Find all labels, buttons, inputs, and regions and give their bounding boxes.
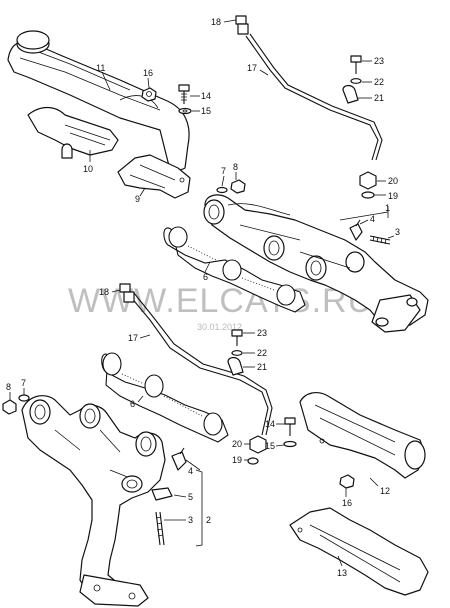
washer-15-upper bbox=[178, 107, 192, 115]
callout-labels: 18 17 23 22 21 20 19 1 4 3 11 16 14 15 1… bbox=[6, 17, 400, 578]
callout-17: 17 bbox=[247, 63, 257, 73]
callout-10: 10 bbox=[83, 164, 93, 174]
sensor-4-lower bbox=[171, 447, 187, 471]
callout-3: 3 bbox=[395, 227, 400, 237]
gasket-6-lower bbox=[101, 352, 229, 443]
nut-20-upper bbox=[359, 171, 377, 190]
heat-shield-9 bbox=[117, 154, 191, 199]
callout-16: 16 bbox=[143, 68, 153, 78]
nut-16-upper bbox=[141, 87, 157, 102]
callout-13: 13 bbox=[337, 568, 347, 578]
stud-3-lower bbox=[155, 511, 165, 546]
callout-14-lower: 14 bbox=[265, 419, 275, 429]
callout-9: 9 bbox=[135, 194, 140, 204]
callout-17-lower: 17 bbox=[128, 333, 138, 343]
callout-23-lower: 23 bbox=[257, 328, 267, 338]
callout-4: 4 bbox=[370, 214, 375, 224]
washer-7-lower bbox=[18, 394, 30, 402]
callout-5: 5 bbox=[188, 492, 193, 502]
callout-19: 19 bbox=[388, 191, 398, 201]
bolt-23-upper bbox=[350, 55, 362, 74]
callout-21: 21 bbox=[374, 93, 384, 103]
callout-22-lower: 22 bbox=[257, 348, 267, 358]
heat-shield-upper bbox=[7, 30, 190, 171]
exhaust-manifold-upper bbox=[203, 194, 429, 333]
callout-14: 14 bbox=[201, 91, 211, 101]
union-18-upper bbox=[235, 15, 249, 35]
clamp-21-lower bbox=[227, 356, 244, 376]
date-stamp: 30.01.2012 bbox=[197, 322, 242, 332]
nut-16-lower bbox=[339, 474, 355, 489]
ring-19-upper bbox=[361, 191, 375, 199]
pipe-17-lower bbox=[129, 292, 273, 436]
callout-18: 18 bbox=[211, 17, 221, 27]
nut-20-lower bbox=[249, 435, 267, 454]
gasket-6-upper bbox=[163, 226, 306, 313]
heat-shield-13 bbox=[289, 507, 429, 596]
washer-22-lower bbox=[231, 350, 243, 356]
callout-21-lower: 21 bbox=[257, 362, 267, 372]
callout-1: 1 bbox=[385, 203, 390, 213]
bolt-14-upper bbox=[178, 84, 190, 104]
callout-16-lower: 16 bbox=[342, 498, 352, 508]
callout-20: 20 bbox=[388, 176, 398, 186]
callout-7: 7 bbox=[221, 166, 226, 176]
callout-20-lower: 20 bbox=[232, 439, 242, 449]
pipe-17-upper bbox=[245, 33, 383, 161]
callout-11: 11 bbox=[96, 63, 105, 73]
callout-18-lower: 18 bbox=[99, 287, 109, 297]
fitting-5 bbox=[151, 487, 173, 501]
exhaust-manifold-lower bbox=[21, 395, 166, 607]
callout-23: 23 bbox=[374, 56, 384, 66]
heat-shield-10 bbox=[27, 106, 119, 159]
bolt-14-lower bbox=[284, 417, 296, 436]
callout-8: 8 bbox=[233, 162, 238, 172]
callout-19-lower: 19 bbox=[232, 455, 242, 465]
callout-15: 15 bbox=[201, 106, 211, 116]
washer-7-upper bbox=[216, 186, 228, 194]
washer-15-lower bbox=[283, 440, 297, 448]
callout-8-lower: 8 bbox=[6, 382, 11, 392]
washer-22-upper bbox=[350, 78, 362, 84]
callout-6-lower: 6 bbox=[130, 399, 135, 409]
callout-4-lower: 4 bbox=[188, 466, 193, 476]
stud-3-upper bbox=[369, 235, 391, 245]
callout-2: 2 bbox=[206, 515, 211, 525]
bolt-23-lower bbox=[231, 329, 243, 346]
callout-6: 6 bbox=[203, 272, 208, 282]
nut-8-lower bbox=[2, 399, 17, 415]
sensor-4-upper bbox=[349, 219, 363, 241]
leader-lines bbox=[9, 19, 395, 567]
callout-12: 12 bbox=[380, 486, 390, 496]
ring-19-lower bbox=[247, 457, 259, 465]
callout-3-lower: 3 bbox=[188, 515, 193, 525]
heat-shield-12 bbox=[299, 392, 426, 479]
callout-7-lower: 7 bbox=[21, 378, 26, 388]
clamp-21-upper bbox=[342, 84, 359, 104]
watermark-text: WWW.ELCATS.RU bbox=[68, 282, 373, 320]
nut-8-upper bbox=[230, 179, 246, 194]
callout-15-lower: 15 bbox=[265, 441, 275, 451]
callout-22: 22 bbox=[374, 77, 384, 87]
union-18-lower bbox=[119, 283, 135, 303]
